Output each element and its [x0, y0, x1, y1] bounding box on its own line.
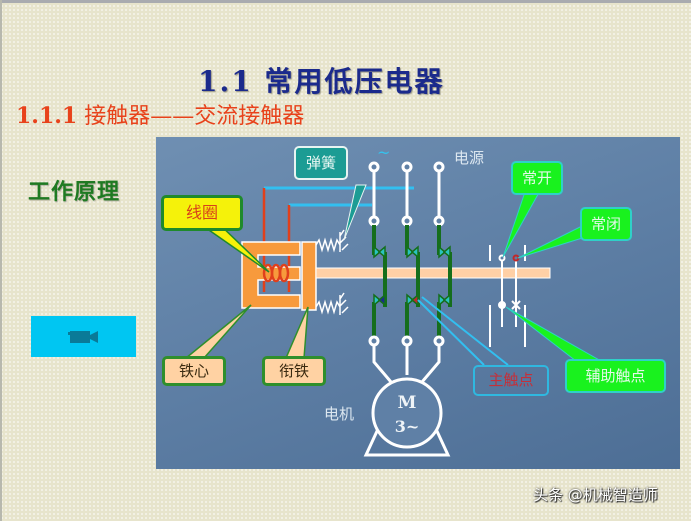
watermark: 头条 @机械智造师 — [533, 486, 658, 504]
motor — [363, 377, 451, 457]
motor-symbol: M — [397, 393, 417, 413]
motor-label: 电机 — [324, 405, 355, 423]
actuator-rod — [315, 267, 551, 279]
normally-open-label: 常开 — [511, 161, 563, 195]
play-video-button[interactable] — [31, 316, 136, 357]
normally-closed-label: 常闭 — [580, 207, 632, 241]
working-principle-label: 工作原理 — [28, 179, 121, 205]
slide-subtitle: 1.1.1 接触器——交流接触器 — [16, 98, 304, 130]
power-source-label: 电源 — [454, 149, 485, 167]
coil — [262, 263, 290, 283]
video-camera-icon — [67, 330, 98, 343]
armature-label: 衔铁 — [262, 356, 326, 386]
main-contacts-label: 主触点 — [473, 365, 549, 396]
main-contact-pointer — [417, 296, 509, 366]
ac-symbol: ~ — [377, 143, 391, 162]
auxiliary-contacts-label: 辅助触点 — [565, 359, 666, 393]
contactor-diagram: 弹簧 线圈 铁心 衔铁 常开 常闭 主触点 辅助触点 电源 ~ 电机 M 3~ — [156, 137, 680, 469]
no-pointer — [502, 188, 542, 258]
springs — [315, 229, 349, 315]
core-pointer — [183, 304, 252, 359]
subtitle-text: 接触器——交流接触器 — [77, 104, 305, 129]
slide-title: 1.1 常用低压电器 — [198, 65, 445, 98]
left-border — [0, 0, 2, 521]
armature — [301, 241, 317, 311]
motor-leads — [368, 335, 445, 383]
power-lines — [368, 161, 445, 227]
iron-core-label: 铁心 — [162, 356, 226, 386]
spring-label: 弹簧 — [294, 146, 348, 180]
contactor-schematic — [183, 161, 603, 457]
motor-phase: 3~ — [394, 417, 420, 436]
subtitle-number: 1.1.1 — [16, 103, 78, 129]
armature-pointer — [284, 306, 309, 359]
auxiliary-contacts — [489, 245, 526, 347]
spring-pointer — [343, 184, 367, 241]
top-border — [0, 0, 691, 3]
coil-label: 线圈 — [161, 195, 243, 231]
aux-pointer — [505, 306, 603, 362]
